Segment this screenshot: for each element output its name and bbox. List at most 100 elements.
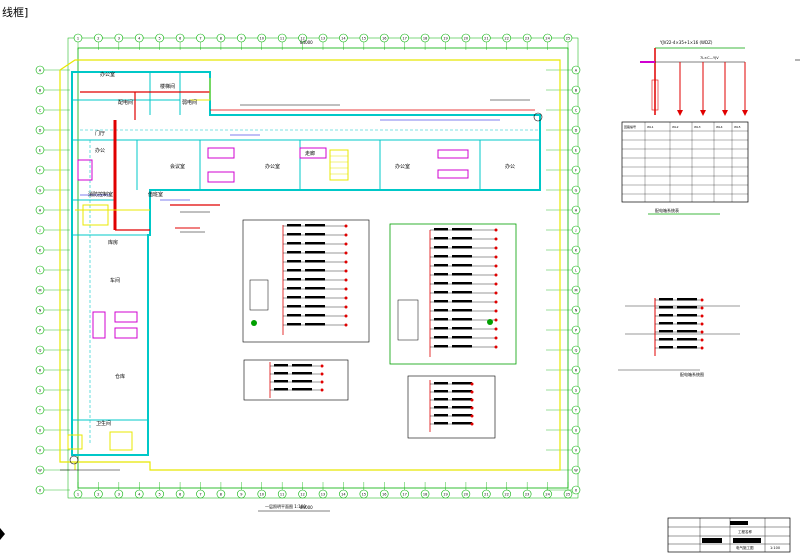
axis-label: 15 [362,37,366,41]
axis-bubble [571,285,581,295]
circuit-tag [287,296,301,299]
circuit-tag [287,278,301,281]
circuit-spec [292,388,312,391]
circuit-spec [677,330,697,333]
axis-label: A [575,69,578,73]
axis-bubble [35,445,45,455]
room-label: 配电间 [118,99,133,106]
axis-label: B [39,89,42,93]
circuit-end [320,380,324,384]
room-label: 库房 [108,239,118,246]
axis-label: 13 [321,37,325,41]
axis-bubble [571,185,581,195]
axis-label: 19 [443,493,447,497]
axis-bubble [35,345,45,355]
axis-label: S [575,389,578,393]
axis-label: 23 [525,493,529,497]
axis-bubble [35,485,45,495]
dimension-total-bottom: 84000 [300,505,313,510]
circuit-end [494,255,498,259]
circuit-tag [434,318,448,321]
axis-bubble [35,145,45,155]
circuit-tag [659,322,673,325]
circuit-end [320,372,324,376]
axis-label: 12 [300,37,304,41]
circuit-spec [292,364,312,367]
axis-label: J [574,229,576,233]
axis-label: 11 [280,37,284,41]
axis-bubble [571,165,581,175]
circuit-end [494,237,498,241]
axis-label: M [574,289,577,293]
axis-bubble [400,489,409,499]
circuit-end [344,260,348,264]
feeder-lines [80,91,535,231]
dimension-total: 84000 [300,40,313,45]
axis-label: 10 [260,37,264,41]
circuit-tag [659,330,673,333]
circuit-tag [274,388,288,391]
circuit-spec [452,255,472,258]
axis-label: V [39,449,42,453]
axis-label: 18 [423,37,427,41]
room-label: 车间 [110,277,120,284]
axis-bubble [359,489,369,499]
circuit-end [344,278,348,282]
axis-label: 5 [159,37,161,41]
axis-bubble [441,489,450,499]
axis-bubble [298,33,307,43]
riser-arrow [677,110,683,116]
circuit-end [320,388,324,392]
riser-sub: 7L×C—YJV [700,56,719,60]
circuit-spec [305,242,325,245]
distribution-schedule: 配电箱系统图 [618,298,740,377]
circuit-tag [434,291,448,294]
axis-label: X [575,489,578,493]
circuit-end [494,318,498,322]
room-label: 走廊 [305,150,315,157]
axis-bubble [94,489,103,499]
axis-bubble [35,265,45,275]
axis-bubble [196,33,205,43]
circuit-spec [677,314,697,317]
circuit-spec [452,382,472,385]
room-label: 办公室 [100,71,115,78]
circuit-spec [452,327,472,330]
axis-label: D [39,129,42,133]
axis-bubble [175,33,185,43]
circuit-tag [434,246,448,249]
axis-label: P [575,329,577,333]
axis-label: 15 [362,493,366,497]
axis-label: X [39,489,42,493]
axis-bubble [35,185,45,195]
circuit-spec [452,318,472,321]
circuit-end [344,296,348,300]
circuit-tag [287,269,301,272]
circuit-spec [452,264,472,267]
circuit-spec [305,269,325,272]
axis-bubble [571,445,581,455]
circuit-tag [287,305,301,308]
axis-label: 13 [321,493,325,497]
axis-label: 9 [240,493,242,497]
circuit-spec [305,224,325,227]
circuit-spec [452,246,472,249]
circuit-tag [434,228,448,231]
axis-bubble [35,85,45,95]
axis-label: 2 [97,37,99,41]
circuit-spec [452,300,472,303]
axis-label: E [39,149,41,153]
axis-bubble [277,33,287,43]
axis-bubble [571,145,581,155]
axis-bubble [461,33,471,43]
room-label: 会议室 [170,163,185,170]
circuit-tag [434,422,448,425]
axis-label: U [575,429,578,433]
axis-bubble [114,489,124,499]
axis-bubble [298,489,307,499]
window-tab-label[interactable]: 线框] [2,6,29,19]
room-label: 办公 [505,163,515,170]
axis-label: 7 [199,493,201,497]
